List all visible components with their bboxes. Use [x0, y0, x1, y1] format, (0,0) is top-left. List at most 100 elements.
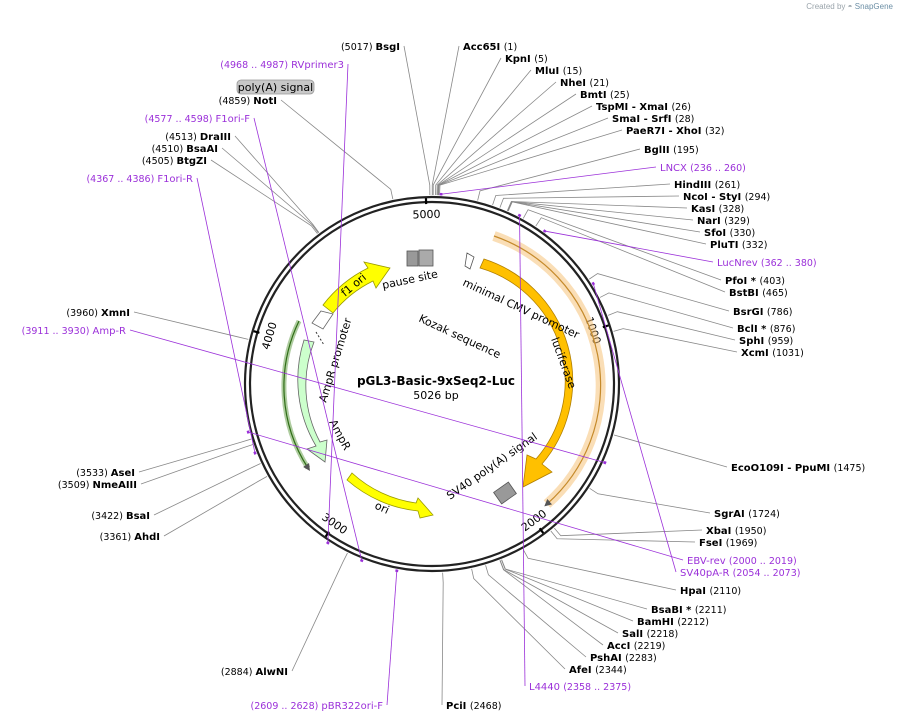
site-label[interactable]: BsaBI * (2211) [651, 605, 726, 616]
svg-text:(3533) AseI: (3533) AseI [76, 468, 135, 479]
site-label[interactable]: PaeR7I - XhoI (32) [626, 126, 725, 137]
pause-site-box[interactable] [406, 250, 419, 267]
site-position: (2468) [470, 701, 502, 712]
site-label[interactable]: NcoI - StyI (294) [683, 192, 770, 203]
site-label[interactable]: SmaI - SrfI (28) [612, 114, 694, 125]
svg-text:(5017) BsgI: (5017) BsgI [341, 42, 400, 53]
site-leader-line [153, 463, 261, 516]
primer-mark [395, 569, 399, 573]
site-position: (328) [719, 204, 745, 215]
primer-label[interactable]: (4577 .. 4598) F1ori-F [145, 114, 251, 125]
site-position: (5) [534, 54, 547, 65]
site-position: (26) [671, 102, 691, 113]
primer-label[interactable]: (4968 .. 4987) RVprimer3 [220, 60, 344, 71]
site-position: (32) [705, 126, 725, 137]
site-label[interactable]: BclI * (876) [737, 324, 795, 335]
site-label[interactable]: (5017) BsgI [341, 42, 400, 53]
site-label[interactable]: XcmI (1031) [741, 348, 804, 359]
site-position: (959) [768, 336, 794, 347]
site-label[interactable]: (4510) BsaAI [152, 144, 218, 155]
primer-label[interactable]: EBV-rev (2000 .. 2019) [687, 556, 797, 567]
site-position: (330) [730, 228, 756, 239]
site-label[interactable]: SgrAI (1724) [714, 509, 780, 520]
site-label[interactable]: (4513) DraIII [165, 132, 231, 143]
svg-text:SphI (959): SphI (959) [739, 336, 793, 347]
ampr-arrow[interactable] [297, 339, 328, 463]
site-leader-line [501, 559, 634, 622]
site-label[interactable]: BamHI (2212) [637, 617, 709, 628]
svg-text:BstBI (465): BstBI (465) [729, 288, 788, 299]
primer-label[interactable]: SV40pA-R (2054 .. 2073) [680, 568, 800, 579]
site-label[interactable]: (2884) AlwNI [221, 667, 288, 678]
site-position: (4513) [165, 132, 200, 143]
primer-label[interactable]: LNCX (236 .. 260) [660, 163, 746, 174]
site-position: (329) [724, 216, 750, 227]
site-label[interactable]: PluTI (332) [710, 240, 767, 251]
site-leader-line [477, 148, 641, 201]
site-label[interactable]: TspMI - XmaI (26) [596, 102, 691, 113]
primer-name: pBR322ori-F [321, 701, 383, 712]
polya-signal-chip[interactable] [236, 79, 315, 95]
site-leader-line [485, 565, 587, 658]
site-label[interactable]: SalI (2218) [622, 629, 678, 640]
site-label[interactable]: KpnI (5) [505, 54, 548, 65]
site-label[interactable]: (3960) XmnI [66, 308, 130, 319]
f1-ori-arrow[interactable] [322, 261, 391, 314]
primer-label[interactable]: (3911 .. 3930) Amp-R [22, 326, 126, 337]
site-leader-line [522, 209, 722, 281]
primer-label[interactable]: L4440 (2358 .. 2375) [529, 682, 631, 693]
site-label[interactable]: BsrGI (786) [733, 307, 792, 318]
site-label[interactable]: EcoO109I - PpuMI (1475) [731, 463, 865, 474]
primer-leader-line [440, 166, 657, 195]
primer-label[interactable]: (2609 .. 2628) pBR322ori-F [251, 701, 384, 712]
site-label[interactable]: BglII (195) [644, 145, 699, 156]
site-label[interactable]: SphI (959) [739, 336, 793, 347]
site-label[interactable]: PshAI (2283) [590, 653, 657, 664]
site-name: PciI [446, 701, 470, 712]
ori-arrow[interactable] [346, 472, 434, 519]
site-name: SphI [739, 336, 768, 347]
site-label[interactable]: HindIII (261) [674, 180, 740, 191]
snapgene-logo-icon: ◓ [847, 2, 853, 11]
site-position: (5017) [341, 42, 376, 53]
site-label[interactable]: BmtI (25) [580, 90, 630, 101]
sv40-polya-box[interactable] [493, 481, 517, 505]
primer-mark [542, 229, 547, 233]
site-label[interactable]: BstBI (465) [729, 288, 788, 299]
site-label[interactable]: (3533) AseI [76, 468, 135, 479]
site-label[interactable]: (3509) NmeAIII [58, 480, 137, 491]
site-label[interactable]: Acc65I (1) [463, 42, 517, 53]
primer-label[interactable]: (4367 .. 4386) F1ori-R [86, 174, 193, 185]
primer-label[interactable]: LucNrev (362 .. 380) [717, 258, 817, 269]
site-label[interactable]: PfoI * (403) [725, 276, 785, 287]
site-label[interactable]: FseI (1969) [699, 538, 757, 549]
site-leader-line [210, 159, 318, 234]
primer-range: (2054 .. 2073) [733, 568, 801, 579]
site-leader-line [507, 201, 694, 221]
site-labels: (5017) BsgI Acc65I (1)KpnI (5)MluI (15)Nh… [58, 42, 865, 712]
minimal-cmv-arrow[interactable] [464, 252, 475, 270]
site-label[interactable]: NarI (329) [697, 216, 750, 227]
site-leader-line [435, 69, 532, 196]
primer-leader-line [253, 117, 363, 561]
site-label[interactable]: (4859) NotI [219, 96, 277, 107]
site-position: (2110) [709, 586, 741, 597]
site-leader-line [492, 183, 671, 206]
site-label[interactable]: (3422) BsaI [91, 511, 150, 522]
site-label[interactable]: SfoI (330) [704, 228, 755, 239]
luciferase-arrow[interactable] [479, 258, 574, 488]
site-label[interactable]: HpaI (2110) [680, 586, 741, 597]
site-label[interactable]: AccI (2219) [607, 641, 665, 652]
site-label[interactable]: (4505) BtgZI [142, 156, 207, 167]
site-label[interactable]: XbaI (1950) [706, 526, 766, 537]
site-label[interactable]: MluI (15) [535, 66, 582, 77]
site-name: NmeAIII [93, 480, 137, 491]
site-label[interactable]: AfeI (2344) [569, 665, 627, 676]
site-label[interactable]: (3361) AhdI [100, 532, 160, 543]
feature-pause-site: pause site [381, 267, 439, 292]
site-label[interactable]: NheI (21) [560, 78, 609, 89]
ampr-promoter-arrow[interactable] [311, 310, 334, 330]
site-label[interactable]: KasI (328) [691, 204, 744, 215]
site-label[interactable]: PciI (2468) [446, 701, 501, 712]
